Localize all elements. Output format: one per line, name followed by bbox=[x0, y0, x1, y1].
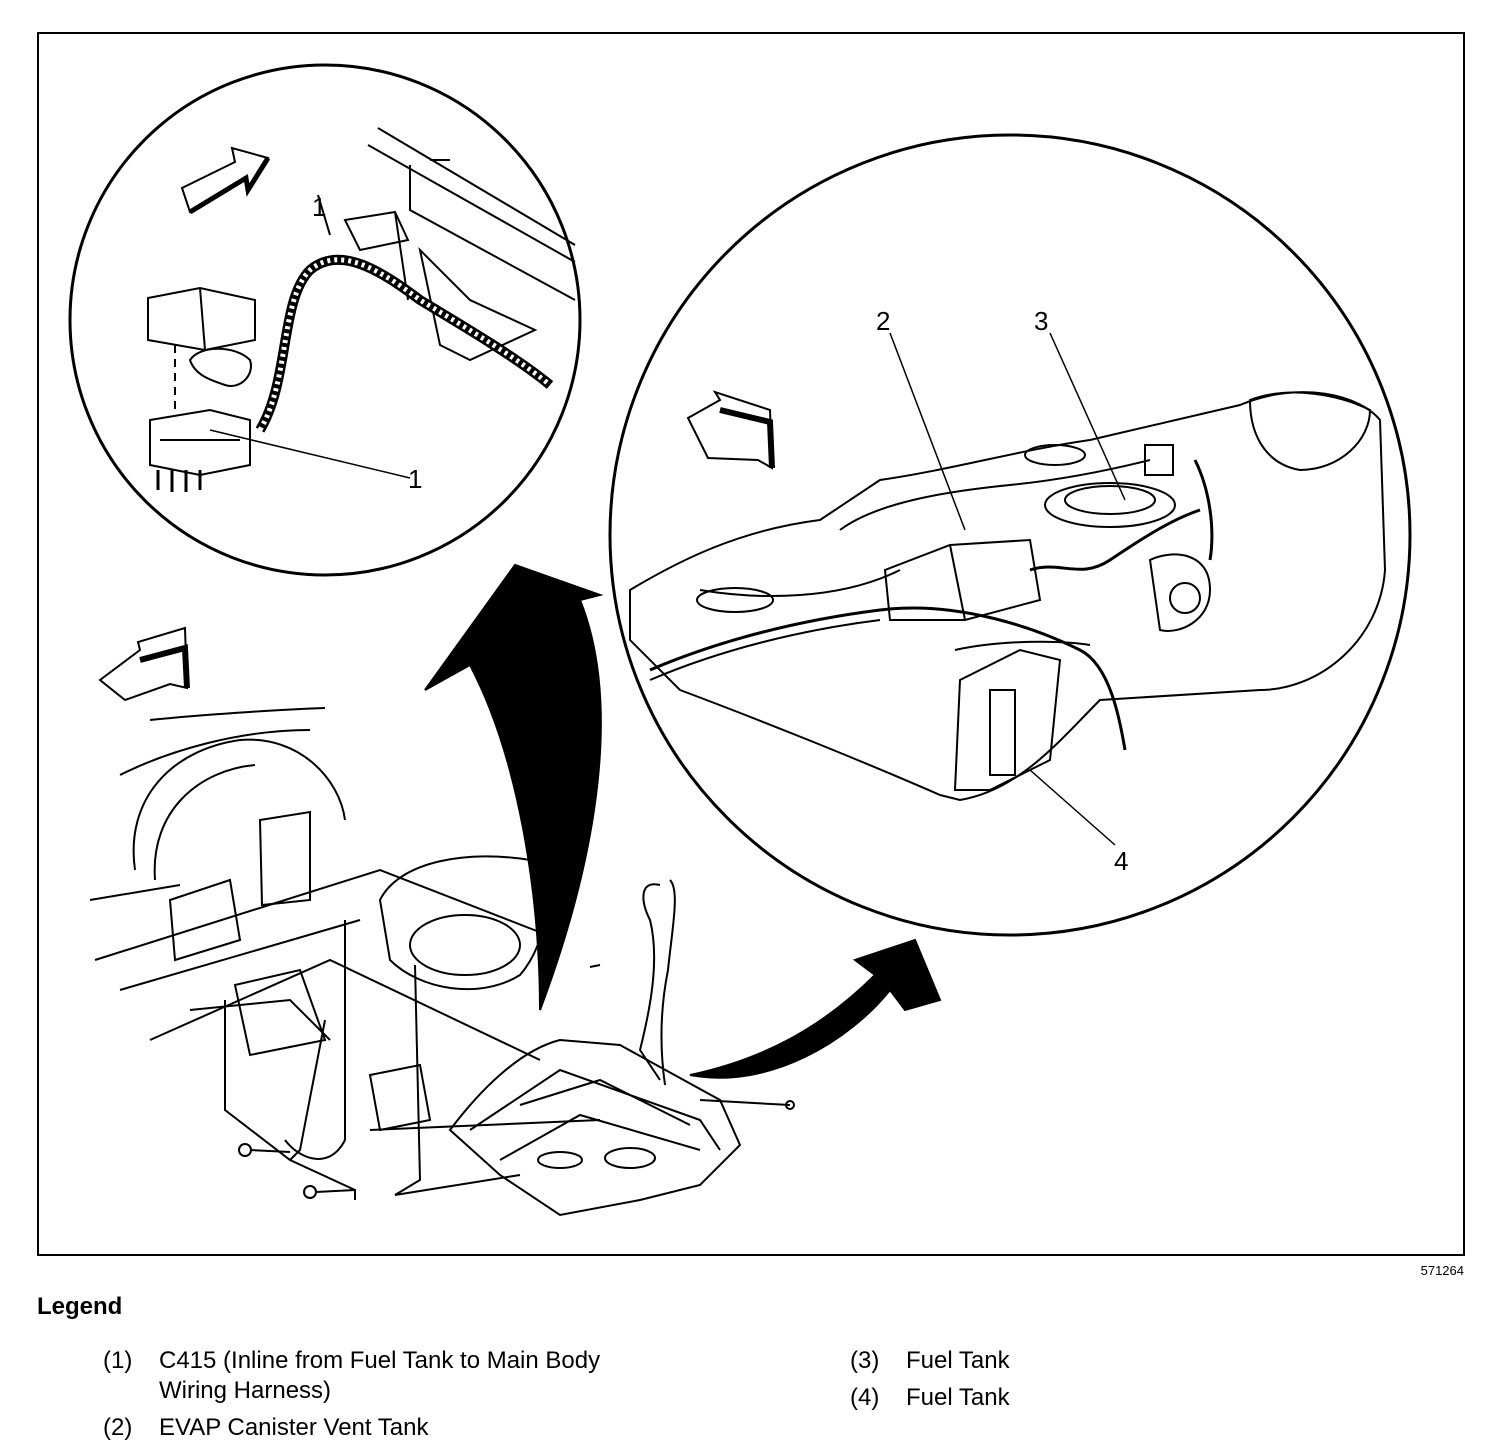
legend-item-number: (3) bbox=[850, 1347, 880, 1374]
legend-item-text: C415 (Inline from Fuel Tank to Main Body… bbox=[159, 1347, 601, 1404]
callout-3: 3 bbox=[1034, 306, 1048, 336]
legend-item-text: EVAP Canister Vent Tank bbox=[159, 1414, 429, 1441]
vehicle-underbody-view bbox=[89, 626, 795, 1217]
legend-title: Legend bbox=[37, 1293, 123, 1320]
legend-item: (1) C415 (Inline from Fuel Tank to Main … bbox=[103, 1346, 600, 1406]
legend-item-number: (2) bbox=[103, 1414, 133, 1441]
callout-4: 4 bbox=[1114, 846, 1128, 876]
legend-item-number: (1) bbox=[103, 1347, 133, 1374]
legend-item-text: Fuel Tank bbox=[906, 1347, 1010, 1374]
fuel-tank-detail-view bbox=[608, 133, 1412, 937]
legend-item-text: Fuel Tank bbox=[906, 1384, 1010, 1411]
fuel-tank-location-illustration: 1 1 2 bbox=[68, 63, 1412, 1217]
pointer-arrows bbox=[424, 563, 942, 1079]
legend-column-left: (1) C415 (Inline from Fuel Tank to Main … bbox=[103, 1346, 600, 1450]
connector-detail-view bbox=[68, 63, 582, 577]
callout-1: 1 bbox=[408, 464, 422, 494]
legend-item-number: (4) bbox=[850, 1384, 880, 1411]
legend-column-right: (3) Fuel Tank (4) Fuel Tank bbox=[850, 1346, 1010, 1420]
figure-frame bbox=[37, 32, 1465, 1256]
legend-item: (3) Fuel Tank bbox=[850, 1346, 1010, 1376]
legend-item: (2) EVAP Canister Vent Tank bbox=[103, 1413, 600, 1443]
callout-1-top: 1 bbox=[312, 192, 326, 222]
legend-item: (4) Fuel Tank bbox=[850, 1383, 1010, 1413]
callout-2: 2 bbox=[876, 306, 890, 336]
figure-id: 571264 bbox=[1420, 1263, 1464, 1278]
